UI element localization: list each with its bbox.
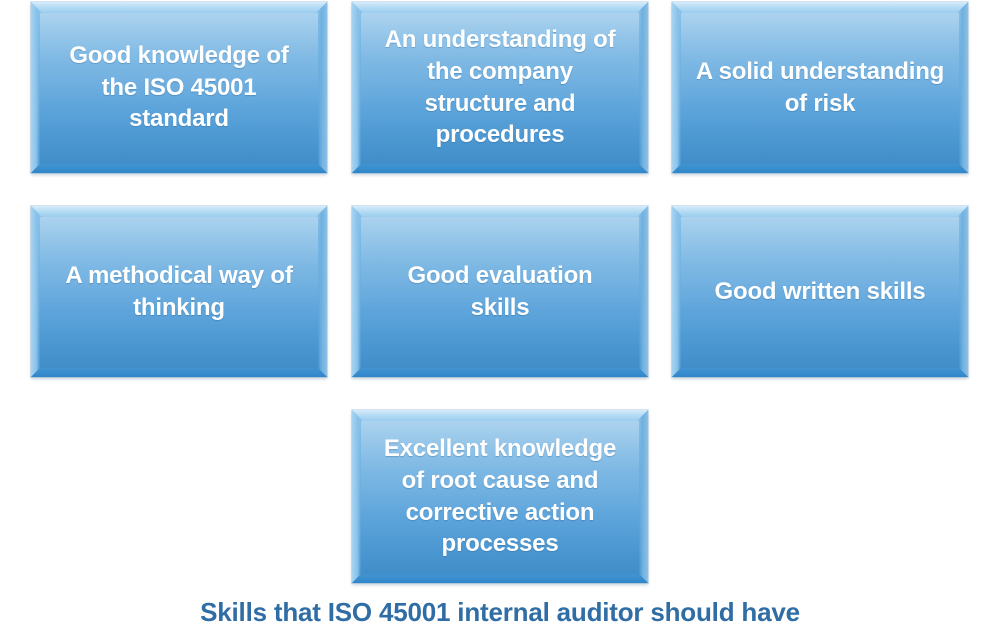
- bevel-left-edge: [672, 2, 681, 173]
- diagram-caption: Skills that ISO 45001 internal auditor s…: [200, 597, 800, 627]
- bevel-right-edge: [639, 410, 648, 583]
- skill-box-methodical-thinking[interactable]: A methodical way of thinking: [31, 206, 327, 377]
- bevel-top-edge: [31, 2, 327, 13]
- bevel-bottom-edge: [352, 164, 648, 173]
- bevel-bottom-edge: [352, 574, 648, 583]
- skill-box-label: Good knowledge of the ISO 45001 standard: [69, 41, 289, 133]
- bevel-bottom-edge: [352, 368, 648, 377]
- bevel-top-edge: [352, 410, 648, 421]
- bevel-top-edge: [31, 206, 327, 217]
- bevel-right-edge: [318, 2, 327, 173]
- skill-box-iso-45001-standard[interactable]: Good knowledge of the ISO 45001 standard: [31, 2, 327, 173]
- skill-box-written-skills[interactable]: Good written skills: [672, 206, 968, 377]
- bevel-bottom-edge: [31, 164, 327, 173]
- skill-box-understanding-of-risk[interactable]: A solid understanding of risk: [672, 2, 968, 173]
- bevel-top-edge: [672, 2, 968, 13]
- bevel-left-edge: [352, 410, 361, 583]
- skill-box-label: An understanding of the company structur…: [384, 25, 616, 149]
- skill-box-label: A methodical way of thinking: [65, 261, 293, 321]
- skill-box-label: Excellent knowledge of root cause and co…: [383, 434, 617, 558]
- bevel-top-edge: [672, 206, 968, 217]
- bevel-right-edge: [639, 206, 648, 377]
- bevel-left-edge: [31, 2, 40, 173]
- bevel-right-edge: [639, 2, 648, 173]
- bevel-left-edge: [31, 206, 40, 377]
- bevel-top-edge: [352, 206, 648, 217]
- bevel-left-edge: [352, 2, 361, 173]
- bevel-left-edge: [672, 206, 681, 377]
- bevel-left-edge: [352, 206, 361, 377]
- skill-box-root-cause-corrective-action[interactable]: Excellent knowledge of root cause and co…: [352, 410, 648, 583]
- skill-box-company-structure[interactable]: An understanding of the company structur…: [352, 2, 648, 173]
- bevel-right-edge: [318, 206, 327, 377]
- bevel-right-edge: [959, 2, 968, 173]
- bevel-bottom-edge: [672, 368, 968, 377]
- skill-box-label: A solid understanding of risk: [695, 57, 945, 117]
- skill-box-label: Good evaluation skills: [407, 261, 593, 321]
- skill-box-evaluation-skills[interactable]: Good evaluation skills: [352, 206, 648, 377]
- bevel-right-edge: [959, 206, 968, 377]
- skill-box-label: Good written skills: [714, 277, 926, 305]
- bevel-top-edge: [352, 2, 648, 13]
- bevel-bottom-edge: [31, 368, 327, 377]
- bevel-bottom-edge: [672, 164, 968, 173]
